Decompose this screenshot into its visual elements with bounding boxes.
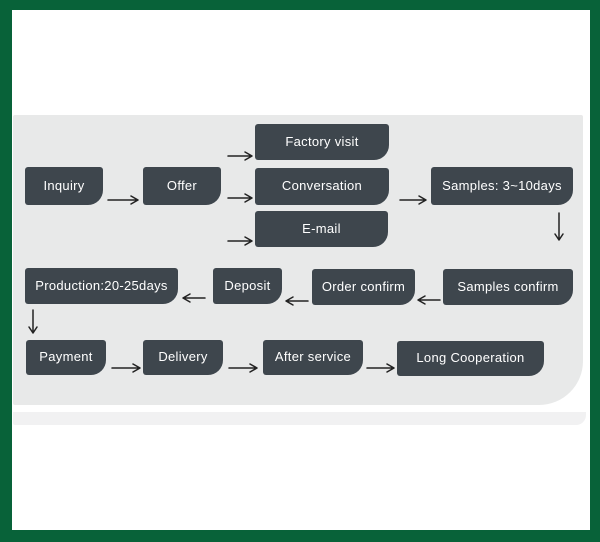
- flow-node-long-cooperation: Long Cooperation: [397, 341, 544, 376]
- flow-node-after-service: After service: [263, 340, 363, 375]
- flow-node-samples-days: Samples: 3~10days: [431, 167, 573, 205]
- flow-node-payment: Payment: [26, 340, 106, 375]
- page-background: Inquiry Offer Factory visit Conversation…: [12, 10, 590, 530]
- flow-node-order-confirm: Order confirm: [312, 269, 415, 305]
- flow-node-production: Production:20-25days: [25, 268, 178, 304]
- flow-node-samples-confirm: Samples confirm: [443, 269, 573, 305]
- flow-node-email: E-mail: [255, 211, 388, 247]
- flow-node-deposit: Deposit: [213, 268, 282, 304]
- flow-node-offer: Offer: [143, 167, 221, 205]
- panel-stack-sliver: [13, 412, 586, 425]
- flow-node-delivery: Delivery: [143, 340, 223, 375]
- flow-node-inquiry: Inquiry: [25, 167, 103, 205]
- flow-node-factory-visit: Factory visit: [255, 124, 389, 160]
- flow-node-conversation: Conversation: [255, 168, 389, 205]
